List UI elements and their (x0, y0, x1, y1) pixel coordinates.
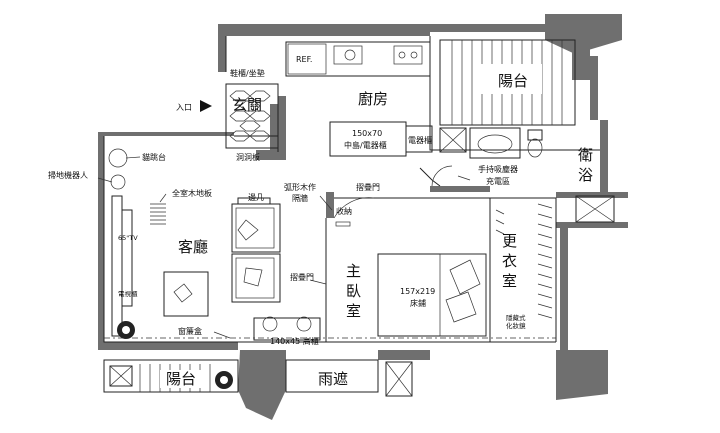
label-folding-door-side: 摺疊門 (290, 272, 314, 282)
label-curved-wall: 弧形木作 (284, 182, 316, 192)
room-label-bath-2: 浴 (578, 166, 593, 184)
bedroom-furniture (333, 165, 487, 337)
label-storage: 收納 (336, 206, 352, 216)
room-label-closet-1: 更 (502, 232, 517, 250)
label-robot: 掃地機器人 (48, 170, 88, 180)
room-label-closet-2: 衣 (502, 252, 517, 270)
label-perforated: 洞洞板 (236, 152, 260, 162)
bath-fixtures (439, 127, 615, 223)
room-labels: 玄關 廚房 陽台 衛 浴 客廳 主 臥 室 更 衣 室 陽台 雨遮 (166, 72, 593, 388)
outline (103, 36, 600, 393)
label-side-table: 邊几 (248, 192, 264, 202)
room-label-balcony-bottom: 陽台 (166, 370, 196, 388)
label-curtain-box: 窗簾盒 (178, 326, 202, 336)
label-desk: 140x45 高櫃 (270, 336, 319, 346)
label-small-note: 隱藏式 (506, 313, 526, 322)
room-label-entrance: 玄關 (232, 96, 262, 114)
room-label-bath-1: 衛 (578, 146, 593, 164)
label-tv-cabinet: 電視櫃 (118, 289, 138, 298)
label-island: 150x70 (352, 129, 382, 138)
label-vacuum2: 充電區 (486, 176, 510, 186)
balcony-top-slats (451, 40, 563, 125)
label-ref: REF. (296, 55, 312, 64)
label-small-note2: 化妝鏡 (506, 321, 526, 330)
room-label-closet-3: 室 (502, 272, 517, 290)
kitchen-fixtures (285, 41, 433, 157)
label-floor: 全室木地板 (172, 188, 212, 198)
plant-icon (117, 321, 135, 339)
label-island-sub: 中島/電器櫃 (344, 140, 387, 150)
label-bed: 床鋪 (410, 298, 426, 308)
closet-rails (495, 203, 553, 319)
balcony-bottom-slats (109, 361, 413, 397)
room-label-kitchen: 廚房 (358, 90, 388, 108)
leader-lines (97, 156, 471, 339)
label-vacuum: 手持吸塵器 (478, 164, 518, 174)
label-appliance: 電器櫃 (408, 135, 432, 145)
label-entry: 入口 (176, 103, 192, 112)
room-label-awning: 雨遮 (318, 370, 348, 388)
label-shoe-cabinet: 鞋櫃/坐墊 (230, 68, 265, 78)
annotations: 入口 鞋櫃/坐墊 REF. 150x70 中島/電器櫃 電器櫃 洞洞板 貓跳台 … (48, 55, 526, 346)
label-folding-door-top: 摺疊門 (356, 182, 380, 192)
entry-arrow-icon (200, 100, 212, 112)
room-label-master-1: 主 (346, 262, 361, 280)
room-label-balcony-top: 陽台 (498, 72, 528, 90)
label-bed-size: 157x219 (400, 287, 435, 296)
label-tv-size: 65"TV (118, 234, 138, 242)
room-label-master-3: 室 (346, 302, 361, 320)
plant-icon (215, 371, 233, 389)
walls (98, 14, 628, 420)
living-furniture (104, 148, 556, 389)
label-curved-wall2: 隔牆 (292, 193, 308, 203)
room-label-master-2: 臥 (346, 282, 361, 300)
label-cat-platform: 貓跳台 (142, 152, 166, 162)
entrance-tiles (200, 83, 279, 149)
room-label-living: 客廳 (178, 238, 208, 256)
